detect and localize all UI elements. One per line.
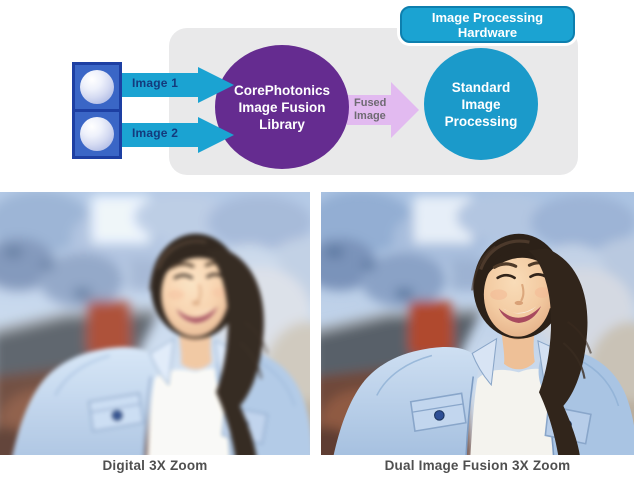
fused-line2: Image	[354, 110, 386, 122]
fusion-library-label: CorePhotonics Image Fusion Library	[234, 82, 330, 133]
fusion-line1: CorePhotonics	[233, 82, 330, 98]
fused-image-label: Fused Image	[354, 97, 386, 123]
arrow-body	[122, 73, 200, 97]
arrow-body	[347, 95, 393, 125]
arrow-head-icon	[198, 67, 234, 103]
dual-camera-module	[72, 62, 122, 159]
fusion-line3: Library	[259, 116, 305, 132]
arrow-head-icon	[391, 82, 419, 138]
hardware-badge-line1: Image Processing	[431, 10, 544, 25]
arrow-head-icon	[198, 117, 234, 153]
caption-fusion-zoom: Dual Image Fusion 3X Zoom	[384, 458, 571, 473]
standard-processing-node: Standard Image Processing	[424, 48, 538, 160]
processing-line3: Processing	[444, 113, 518, 129]
fused-image-arrow: Fused Image	[347, 82, 419, 138]
photo-digital-zoom	[0, 192, 310, 455]
processing-line2: Image	[461, 96, 501, 112]
standard-processing-label: Standard Image Processing	[445, 79, 518, 130]
fusion-line2: Image Fusion	[238, 99, 326, 115]
camera-lens-icon	[80, 117, 114, 151]
camera-2	[72, 109, 122, 159]
image2-arrow-label: Image 2	[132, 126, 179, 140]
arrow-body	[122, 123, 200, 147]
image1-arrow: Image 1	[122, 67, 234, 103]
camera-1	[72, 62, 122, 112]
photo-fusion-zoom	[321, 192, 634, 455]
fused-line1: Fused	[354, 97, 387, 109]
processing-line1: Standard	[451, 79, 511, 95]
image2-arrow: Image 2	[122, 117, 234, 153]
image1-arrow-label: Image 1	[132, 76, 179, 90]
caption-digital-zoom: Digital 3X Zoom	[102, 458, 208, 473]
camera-lens-icon	[80, 70, 114, 104]
hardware-badge-line2: Hardware	[457, 25, 518, 40]
hardware-badge: Image Processing Hardware	[400, 6, 575, 43]
fusion-library-node: CorePhotonics Image Fusion Library	[215, 45, 349, 169]
